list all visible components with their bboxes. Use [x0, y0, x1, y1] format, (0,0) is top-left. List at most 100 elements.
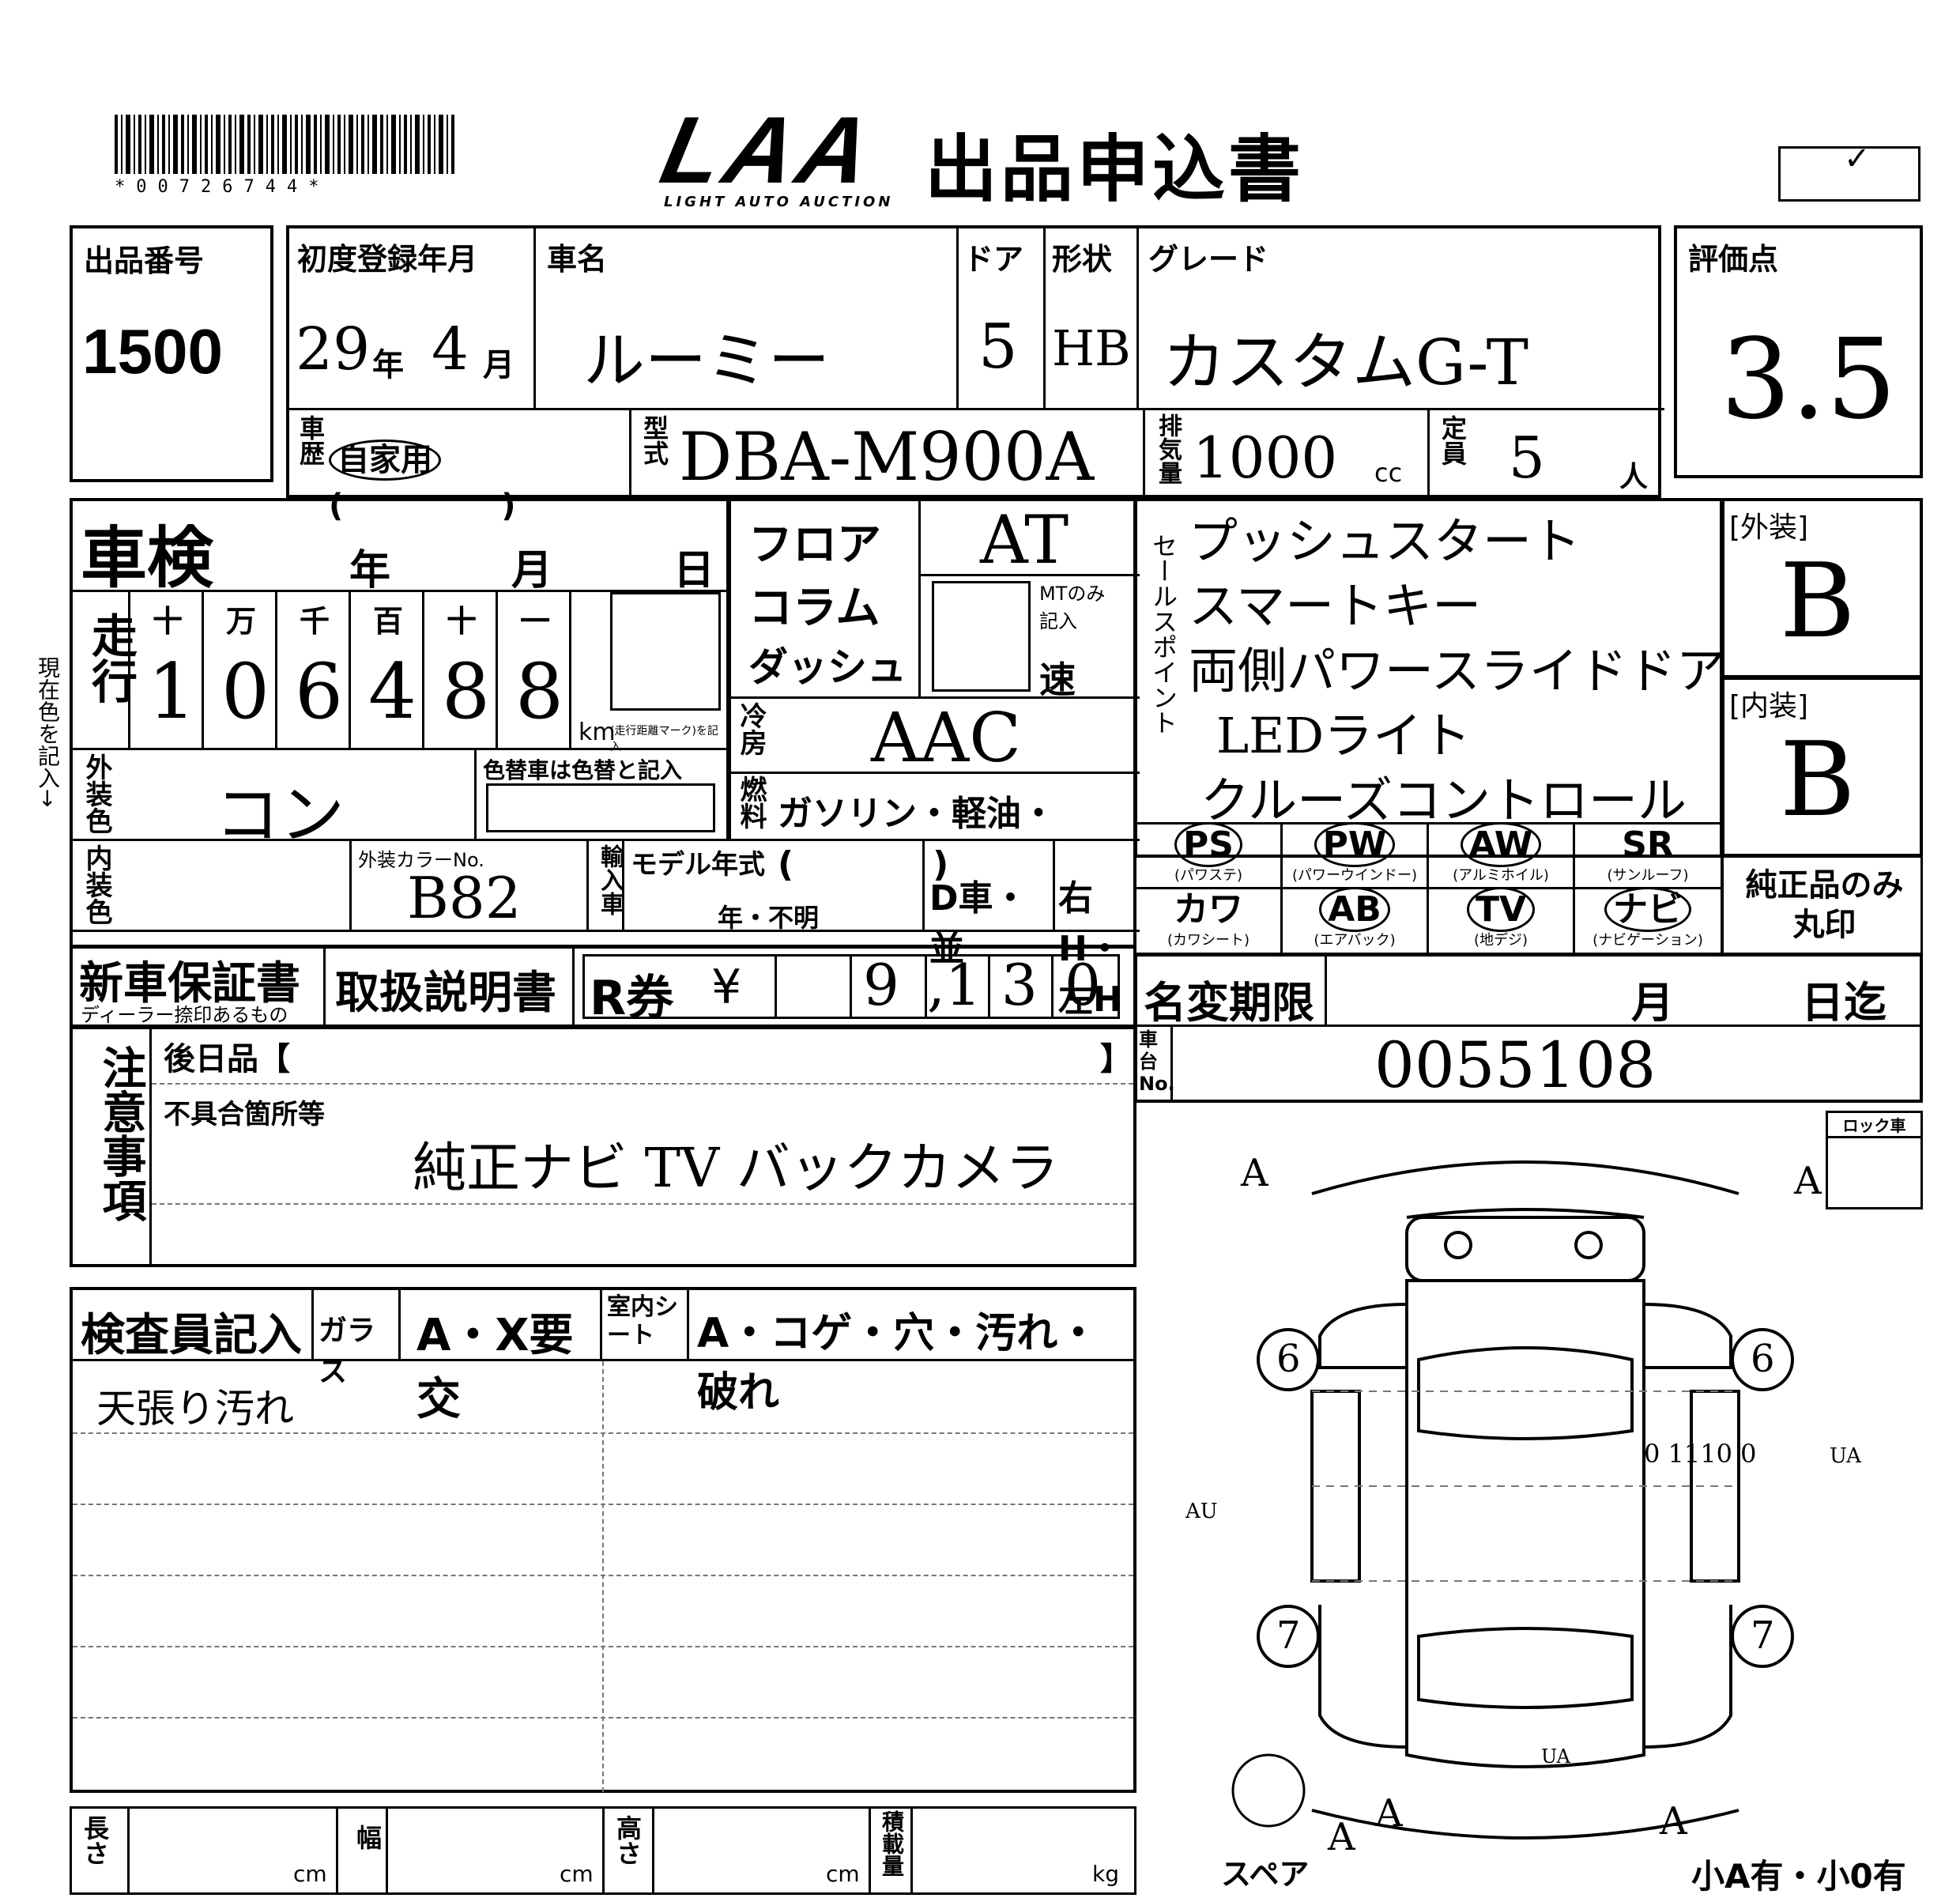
sales-point-item: LEDライト: [1216, 707, 1472, 764]
fuel-cell: 燃料 ガソリン・軽油・( ): [729, 774, 1140, 885]
right-rear-fender: [1643, 1605, 1732, 1749]
equipment-code: AW: [1460, 822, 1542, 867]
exterior-color-cell: 外装色 コン 色替車は色替と記入: [73, 750, 729, 853]
wheel-rear-left: [1257, 1605, 1320, 1668]
mt-cell: MTのみ記入 速: [918, 576, 1140, 701]
warranty-cell: 新車保証書 ディーラー捺印あるもの: [73, 948, 326, 1026]
inspector-remark: 天張り汚れ: [96, 1386, 294, 1432]
inspector-line: [73, 1575, 1133, 1576]
doors-cell: ドア 5: [959, 228, 1046, 410]
dimension-label: 高さ: [612, 1815, 643, 1866]
car-name-value: ルーミー: [583, 326, 831, 397]
shift-cell: フロア コラム ダッシュ AT MTのみ記入 速: [729, 501, 1140, 701]
handle-options[interactable]: 右H・左H: [1058, 878, 1122, 1020]
inspector-label: 検査員記入: [81, 1310, 302, 1361]
documents-row: 新車保証書 ディーラー捺印あるもの 取扱説明書 R券 ¥ 9 ,1 3 0: [70, 945, 1136, 1028]
mileage-mark-box[interactable]: [610, 592, 721, 711]
model-year-label: モデル年式: [631, 849, 765, 881]
equipment-code: PS: [1174, 822, 1242, 867]
history-cell: 車歴 自家用 ( ): [289, 410, 631, 524]
import-label: 輸入車: [596, 844, 624, 915]
equipment-cell[interactable]: SR (サンルーフ): [1575, 824, 1721, 889]
registration-month-unit: 月: [483, 347, 514, 383]
dimension-unit: cm: [826, 1861, 860, 1887]
repaint-input[interactable]: [486, 783, 715, 832]
lock-box[interactable]: ロック車: [1826, 1111, 1923, 1209]
later-items-close: 】: [1100, 1041, 1132, 1077]
fuel-options[interactable]: ガソリン・軽油・( ): [778, 794, 1056, 885]
lot-box: 出品番号 1500: [70, 225, 273, 482]
equipment-sub: (パワステ): [1174, 867, 1243, 884]
barcode: *00726744*: [115, 115, 458, 197]
history-private-option[interactable]: 自家用: [329, 440, 441, 481]
equipment-cell[interactable]: カワ (カワシート): [1136, 889, 1283, 954]
dimension-cell: 高さ cm: [605, 1809, 871, 1892]
name-change-until: 日迄: [1801, 978, 1886, 1028]
doors-value: 5: [978, 311, 1018, 383]
recycle-box: R券 ¥ 9 ,1 3 0: [582, 952, 1120, 1026]
damage-mark: UA: [1830, 1444, 1862, 1468]
right-front-fender: [1643, 1303, 1732, 1369]
equipment-cell[interactable]: PS (パワステ): [1136, 822, 1283, 889]
seat-label-cell: 室内シート: [602, 1290, 689, 1361]
damage-mark: 7: [1276, 1613, 1301, 1658]
d-car-options[interactable]: D車・並: [929, 878, 1028, 969]
mileage-place-label: 十: [153, 604, 183, 639]
registration-month: 4: [432, 315, 469, 383]
equipment-cell[interactable]: TV (地デジ): [1429, 887, 1575, 954]
notes-label: 注意事項: [95, 1045, 146, 1222]
equipment-cell[interactable]: ナビ (ナビゲーション): [1575, 887, 1721, 954]
equipment-sub: (エアバック): [1314, 932, 1396, 949]
barcode-graphic: [115, 115, 454, 174]
defect-value: 純正ナビ TV バックカメラ: [413, 1138, 1059, 1200]
interior-grade-box: [内装] B: [1721, 677, 1923, 857]
name-change-label-cell: 名変期限: [1137, 956, 1327, 1028]
sales-points-box: セールスポイント プッシュスタート スマートキー 両側パワースライドドア LED…: [1134, 498, 1725, 858]
dimension-cell: 幅 cm: [338, 1809, 605, 1892]
shift-column-label: コラム: [748, 583, 880, 634]
lock-label: ロック車: [1828, 1113, 1920, 1138]
model-code-label: 型式: [639, 415, 669, 466]
check-box[interactable]: ✓: [1778, 141, 1920, 202]
capacity-label: 定員: [1438, 415, 1468, 466]
recycle-digit-cell: [775, 957, 850, 1017]
interior-grade-label: [内装]: [1729, 690, 1809, 723]
recycle-yen: ¥: [711, 960, 742, 1015]
damage-mark: UA: [1541, 1745, 1570, 1768]
inspection-label: 車検: [81, 519, 214, 597]
equipment-cell[interactable]: PW (パワーウインドー): [1283, 822, 1429, 889]
repaint-note: 色替車は色替と記入: [483, 757, 683, 783]
equipment-cell[interactable]: AW (アルミホイル): [1429, 822, 1575, 889]
chassis-value: 0055108: [1374, 1028, 1657, 1102]
registration-year: 29: [296, 315, 371, 383]
equipment-code: TV: [1466, 887, 1536, 932]
defect-label: 不具合箇所等: [164, 1099, 325, 1130]
seat-options[interactable]: A・コゲ・穴・汚れ・破れ: [697, 1310, 1099, 1417]
registration-cell: 初度登録年月 29 年 4 月: [289, 228, 536, 410]
equipment-code: AB: [1319, 887, 1390, 932]
recycle-digit: 0: [1065, 952, 1101, 1018]
equipment-cell[interactable]: AB (エアバック): [1283, 887, 1429, 954]
mileage-digit-cell: 千 6: [275, 592, 349, 750]
interior-color-cell: 内装色 外装カラーNo. B82 輸入車 モデル年式 年・不明 D車・並 右H・…: [73, 841, 1140, 1020]
model-code-value: DBA-M900A: [679, 418, 1095, 496]
mt-input[interactable]: [932, 581, 1031, 692]
front-bumper: [1311, 1160, 1740, 1195]
car-diagram[interactable]: A A A A A 6 6 7 7 0 1110 0 UA AU UA: [1178, 1130, 1873, 1873]
rear-window: [1417, 1627, 1634, 1709]
damage-mark: AU: [1185, 1500, 1218, 1523]
ac-cell: 冷房 AAC: [729, 699, 1140, 778]
name-change-value-cell: 月 日迄: [1327, 956, 1920, 1028]
capacity-unit: 人: [1619, 461, 1649, 493]
recycle-digit: 3: [1001, 952, 1038, 1018]
mileage-digit-cell: 十 8: [422, 592, 496, 750]
damage-mark: A: [1327, 1815, 1356, 1859]
car-name-cell: 車名 ルーミー: [536, 228, 959, 410]
sales-points-label: セールスポイント: [1148, 533, 1178, 735]
chassis-label-cell: 車台No.: [1137, 1027, 1175, 1100]
recycle-digit: ,1: [927, 952, 982, 1018]
shift-value-cell: AT: [918, 501, 1140, 579]
sales-point-item: スマートキー: [1189, 577, 1482, 635]
mileage-place-label: 万: [226, 604, 257, 639]
glass-options[interactable]: A・X要交: [416, 1310, 574, 1425]
